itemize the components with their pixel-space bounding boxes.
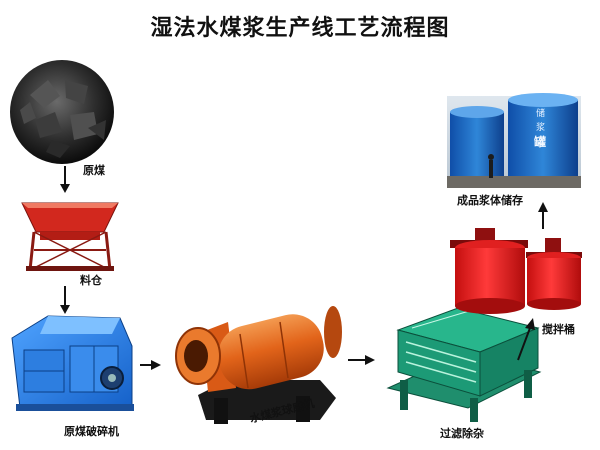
crusher-image xyxy=(11,315,134,411)
ball-mill-image xyxy=(175,306,342,424)
arrow-crusher-to-mill xyxy=(140,360,161,370)
tank-sign-char-2: 浆 xyxy=(536,121,545,133)
label-agitator: 搅拌桶 xyxy=(542,323,575,336)
arrow-mill-to-screen xyxy=(348,355,375,365)
label-hopper: 料仓 xyxy=(80,274,102,287)
agitator-tanks-image xyxy=(450,228,582,314)
arrow-agitator-to-storage xyxy=(538,202,548,229)
screen-filter-image xyxy=(386,305,542,422)
label-crusher: 原煤破碎机 xyxy=(64,425,119,438)
tank-sign-char-3: 罐 xyxy=(533,134,546,149)
diagram-title: 湿法水煤浆生产线工艺流程图 xyxy=(150,16,450,41)
label-screen: 过滤除杂 xyxy=(440,427,484,440)
arrow-coal-to-hopper xyxy=(60,166,70,193)
label-raw-coal: 原煤 xyxy=(83,164,105,177)
tank-sign-char-1: 储 xyxy=(536,107,545,119)
raw-coal-image xyxy=(10,60,114,164)
label-storage: 成品浆体储存 xyxy=(457,194,523,207)
storage-tank-photo: 储 浆 罐 xyxy=(447,93,581,188)
hopper-image xyxy=(21,202,119,271)
arrow-screen-to-agitator xyxy=(517,318,535,361)
arrow-hopper-to-crusher xyxy=(60,286,70,314)
